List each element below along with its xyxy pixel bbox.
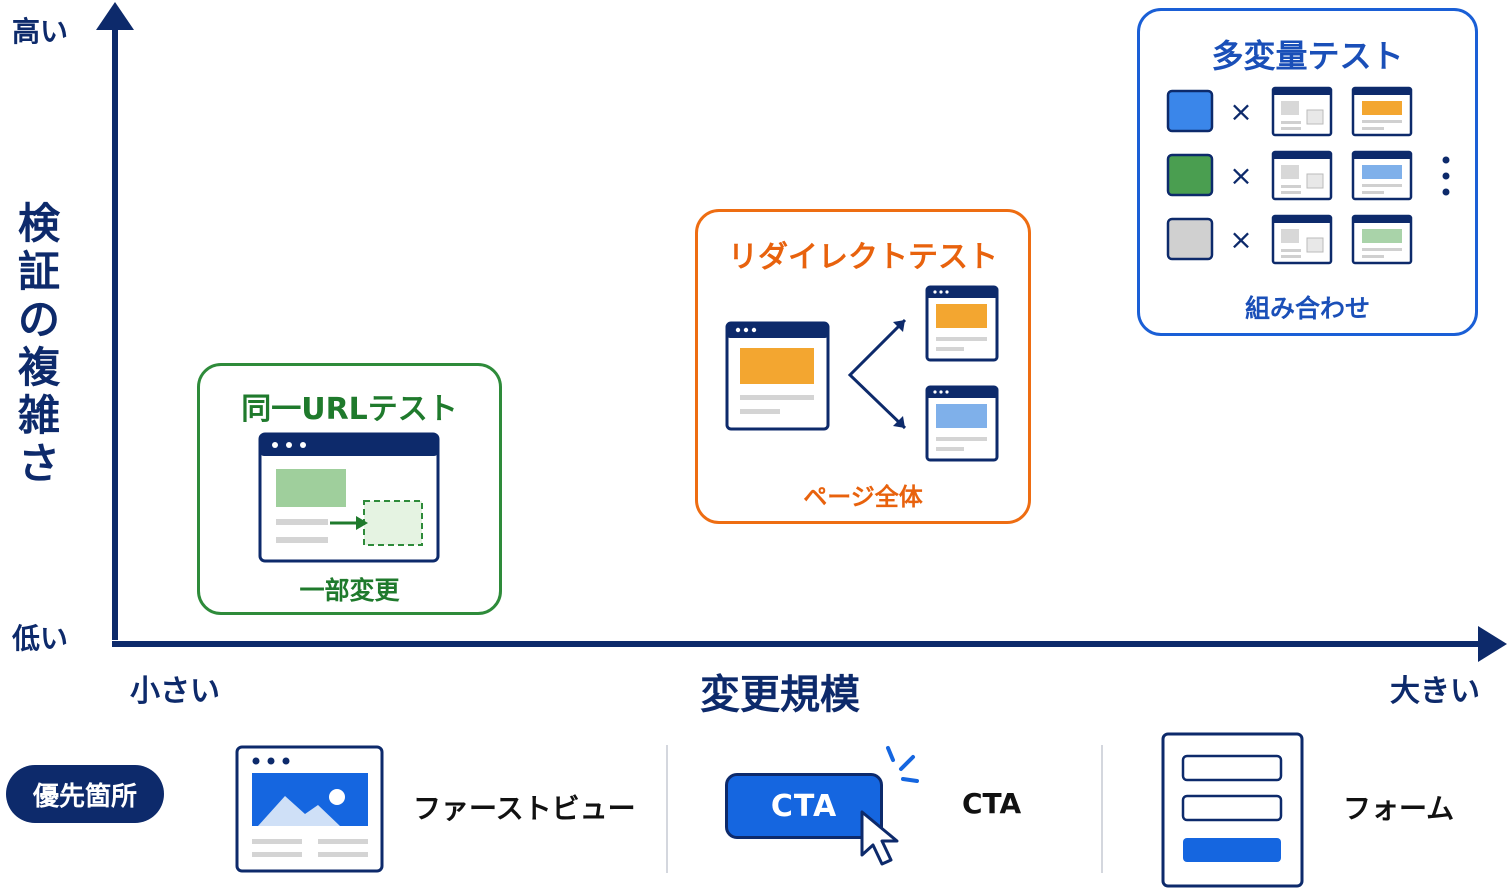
color-swatch xyxy=(1166,89,1214,133)
multivariate-test-title: 多変量テスト xyxy=(1211,37,1404,75)
y-axis-title-char: 証 xyxy=(17,247,60,296)
color-variant-page-icon xyxy=(1351,214,1413,265)
y-axis-title-char: の xyxy=(17,295,60,344)
more-vertical-dots-icon xyxy=(1442,156,1450,196)
cta-button[interactable]: CTA xyxy=(725,773,883,839)
redirect-test-box: リダイレクトテスト ページ全体 xyxy=(695,209,1031,524)
cta-label: CTA xyxy=(962,787,1022,820)
y-axis-high-label: 高い xyxy=(12,15,69,48)
form-icon xyxy=(1161,732,1304,888)
first-view-label: ファーストビュー xyxy=(413,792,636,825)
color-swatch xyxy=(1166,217,1214,261)
y-axis-low-label: 低い xyxy=(12,622,69,655)
redirect-branch-arrows xyxy=(847,318,907,430)
layout-variant-page-icon xyxy=(1271,214,1333,265)
x-axis-small-label: 小さい xyxy=(130,674,220,709)
priority-badge: 優先箇所 xyxy=(6,765,164,823)
same-url-browser-icon xyxy=(258,432,440,563)
color-variant-page-icon xyxy=(1351,86,1413,137)
click-burst-icon xyxy=(886,746,919,783)
x-axis-title: 変更規模 xyxy=(700,672,860,718)
legend-divider xyxy=(666,745,668,873)
layout-variant-page-icon xyxy=(1271,150,1333,201)
y-axis-title-char: さ xyxy=(17,439,60,488)
same-url-test-box: 同一URLテスト 一部変更 xyxy=(197,363,502,615)
redirect-original-page-icon xyxy=(725,321,830,431)
multivariate-test-box: 多変量テスト 組み合わせ xyxy=(1137,8,1478,336)
form-label: フォーム xyxy=(1343,792,1455,825)
y-axis-arrowhead xyxy=(96,2,134,30)
y-axis-title-char: 雑 xyxy=(17,391,60,440)
y-axis-title: 検 証 の 複 雑 さ xyxy=(14,200,64,488)
redirect-variant-b-page-icon xyxy=(925,385,999,462)
redirect-test-caption: ページ全体 xyxy=(803,483,923,511)
y-axis-title-char: 検 xyxy=(17,199,60,248)
times-symbol: × xyxy=(1229,95,1252,128)
multivariate-test-caption: 組み合わせ xyxy=(1244,294,1370,323)
multivariate-grid: × × × xyxy=(1166,86,1413,265)
same-url-test-title: 同一URLテスト xyxy=(241,392,458,427)
redirect-test-title: リダイレクトテスト xyxy=(728,240,998,275)
layout-variant-page-icon xyxy=(1271,86,1333,137)
times-symbol: × xyxy=(1229,159,1252,192)
same-url-test-caption: 一部変更 xyxy=(299,576,400,605)
redirect-variant-a-page-icon xyxy=(925,285,999,362)
x-axis-large-label: 大きい xyxy=(1390,674,1480,709)
x-axis-arrowhead xyxy=(1478,626,1507,662)
times-symbol: × xyxy=(1229,223,1252,256)
legend-divider xyxy=(1101,745,1103,873)
first-view-page-icon xyxy=(235,745,384,873)
color-swatch xyxy=(1166,153,1214,197)
color-variant-page-icon xyxy=(1351,150,1413,201)
y-axis-title-char: 複 xyxy=(17,343,60,392)
